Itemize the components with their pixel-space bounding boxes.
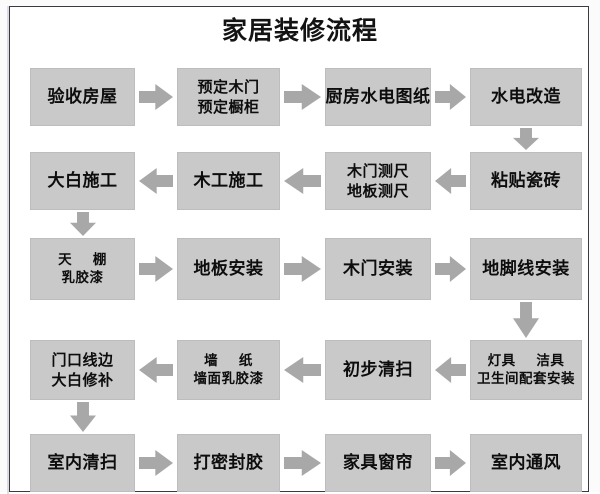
arrow-right-icon <box>435 256 466 282</box>
arrow-left-icon <box>284 357 321 383</box>
flow-node-n1: 验收房屋 <box>30 68 135 126</box>
flow-node-label: 大白修补 <box>51 371 114 389</box>
flow-node-n18: 打密封胶 <box>177 434 280 492</box>
arrow-right-icon <box>435 84 466 110</box>
flow-node-n19: 家具窗帘 <box>325 434 431 492</box>
flow-node-n20: 室内通风 <box>470 434 582 492</box>
flow-node-n10: 地板安装 <box>177 238 280 300</box>
flow-node-n3: 厨房水电图纸 <box>325 68 431 126</box>
flow-node-label: 地板测尺 <box>346 182 409 200</box>
flow-node-label: 初步清扫 <box>343 360 413 380</box>
flow-node-label: 木门安装 <box>343 259 413 279</box>
flow-node-n12: 地脚线安装 <box>470 238 582 300</box>
flow-node-label: 木工施工 <box>193 171 264 191</box>
flow-node-label: 天 棚 <box>58 252 107 268</box>
flow-node-n5: 粘贴瓷砖 <box>470 152 582 210</box>
flow-node-n4: 水电改造 <box>470 68 582 126</box>
arrow-right-icon <box>284 84 321 110</box>
flow-node-label: 木门测尺 <box>346 162 409 180</box>
arrow-left-icon <box>284 168 321 194</box>
arrow-left-icon <box>435 168 466 194</box>
flow-node-label: 室内通风 <box>491 453 561 473</box>
arrow-right-icon <box>139 84 173 110</box>
flow-node-label: 家具窗帘 <box>343 453 413 473</box>
flow-node-label: 大白施工 <box>47 171 118 191</box>
flow-node-n8: 大白施工 <box>30 152 135 210</box>
flow-node-label: 乳胶漆 <box>61 270 104 286</box>
arrow-left-icon <box>139 357 173 383</box>
flow-node-n11: 木门安装 <box>325 238 431 300</box>
flow-node-label: 预定橱柜 <box>197 98 260 116</box>
flow-node-label: 厨房水电图纸 <box>325 87 431 107</box>
flow-node-label: 打密封胶 <box>193 453 264 473</box>
arrow-down-icon <box>69 212 96 236</box>
flow-node-label: 预定木门 <box>197 78 260 96</box>
flow-node-n9: 天 棚乳胶漆 <box>30 238 135 300</box>
flow-node-label: 地板安装 <box>193 259 264 279</box>
arrow-down-icon <box>513 302 539 338</box>
flow-node-n15: 墙 纸墙面乳胶漆 <box>177 340 280 400</box>
flow-node-n6: 木门测尺地板测尺 <box>325 152 431 210</box>
flow-node-label: 验收房屋 <box>47 87 118 107</box>
arrow-left-icon <box>435 357 466 383</box>
flow-node-label: 墙 纸 <box>204 353 253 369</box>
arrow-right-icon <box>435 450 466 476</box>
flow-node-label: 粘贴瓷砖 <box>491 171 561 191</box>
flow-node-n13: 灯具 洁具卫生间配套安装 <box>470 340 582 400</box>
arrow-right-icon <box>284 256 321 282</box>
flow-node-n2: 预定木门预定橱柜 <box>177 68 280 126</box>
arrow-down-icon <box>513 128 539 150</box>
flow-node-n14: 初步清扫 <box>325 340 431 400</box>
flow-node-n16: 门口线边大白修补 <box>30 340 135 400</box>
flow-node-label: 灯具 洁具 <box>487 353 565 369</box>
arrow-down-icon <box>69 402 96 432</box>
flow-node-label: 卫生间配套安装 <box>477 371 575 387</box>
arrow-right-icon <box>284 450 321 476</box>
flow-node-label: 门口线边 <box>51 351 114 369</box>
arrow-left-icon <box>139 168 173 194</box>
page-title: 家居装修流程 <box>221 16 378 45</box>
flow-node-label: 墙面乳胶漆 <box>193 371 264 387</box>
flow-node-label: 地脚线安装 <box>482 259 570 279</box>
flow-node-n17: 室内清扫 <box>30 434 135 492</box>
arrow-right-icon <box>139 256 173 282</box>
flow-node-label: 水电改造 <box>491 87 561 107</box>
flow-node-n7: 木工施工 <box>177 152 280 210</box>
flow-node-label: 室内清扫 <box>47 453 118 473</box>
arrow-right-icon <box>139 450 173 476</box>
